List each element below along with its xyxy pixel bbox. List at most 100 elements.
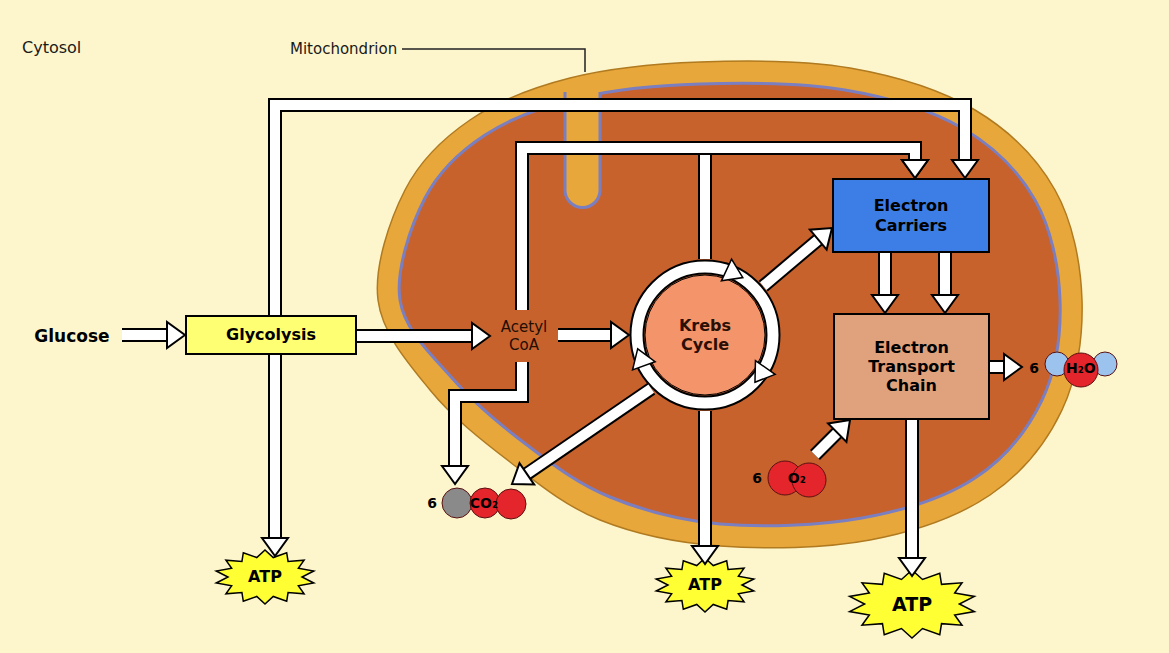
arrow-head <box>902 160 928 178</box>
arrow-head <box>1004 354 1022 380</box>
leader-line <box>402 49 585 72</box>
arrow-outline <box>522 148 915 310</box>
outer-membrane <box>377 61 1082 548</box>
molecule: 6 H₂O <box>1022 346 1126 390</box>
node-text: Glycolysis <box>226 325 316 344</box>
arrow-fill <box>275 105 965 315</box>
flow-arrow <box>932 253 958 313</box>
arrow-head <box>810 228 832 250</box>
arrow-fill <box>815 431 839 455</box>
arrow-fill <box>525 389 651 475</box>
arrow-head <box>872 295 898 313</box>
mitochondrion: MitochondrionAcetyl CoAKrebs CycleElectr… <box>280 30 1095 590</box>
arrow-outline <box>455 362 522 468</box>
flow-arrow <box>815 420 850 455</box>
atom-sphere <box>442 488 472 518</box>
starburst-outline <box>656 558 753 612</box>
arrow-head <box>932 295 958 313</box>
arrow-head <box>262 538 288 556</box>
node-text: Acetyl CoA <box>490 318 558 354</box>
formula-part: CO₂ <box>441 486 527 520</box>
arrow-head <box>472 323 490 349</box>
flow-arrow <box>872 253 898 313</box>
arrow-outline <box>990 360 1006 374</box>
cycle-arrowhead <box>755 361 775 383</box>
flow-arrow <box>990 354 1022 380</box>
flow-arrow <box>522 148 928 310</box>
starburst-outline <box>216 550 313 604</box>
node-text: Mitochondrion <box>290 40 397 58</box>
arrow-outline <box>275 105 965 315</box>
arrow-fill <box>880 253 890 297</box>
node-text: 6 <box>752 470 762 487</box>
formula-part: 6 <box>427 495 437 512</box>
arrow-outline <box>268 355 282 540</box>
arrow-head <box>902 160 928 178</box>
arrow-fill <box>940 253 950 297</box>
formula-part: H₂O <box>1043 348 1119 388</box>
process-box: Electron Carriers <box>832 178 990 253</box>
node-text: Electron Carriers <box>844 196 978 234</box>
arrow-fill <box>763 238 820 286</box>
cycle-core <box>645 275 765 395</box>
crista <box>565 92 600 208</box>
node-text: Electron Transport Chain <box>845 338 978 396</box>
arrow-head <box>167 322 185 348</box>
atom-sphere <box>470 488 500 518</box>
node-text: 6 <box>1029 360 1039 377</box>
substance-label: Glucose <box>22 322 122 350</box>
flow-arrow <box>442 362 522 484</box>
molecule: 6 O₂ <box>742 455 838 501</box>
arrow-head <box>952 160 978 178</box>
arrow-head <box>828 420 850 442</box>
arrow-head <box>611 322 629 348</box>
substance-label: Acetyl CoA <box>490 310 558 362</box>
flow-arrow <box>275 105 978 315</box>
arrow-outline <box>763 238 820 286</box>
arrow-outline <box>122 328 169 342</box>
atp-burst: ATP <box>213 548 317 606</box>
flow-arrow <box>763 228 832 286</box>
process-box: Electron Transport Chain <box>833 313 990 420</box>
arrow-fill <box>522 148 915 310</box>
node-text: Krebs Cycle <box>655 316 755 354</box>
process-box: Glycolysis <box>185 315 357 355</box>
formula-part: 6 <box>1029 360 1039 377</box>
cycle-arrowhead <box>633 349 656 370</box>
cycle-ring-outline <box>637 267 773 403</box>
node-text: 6 <box>427 495 437 512</box>
flow-arrow <box>558 322 629 348</box>
arrow-outline <box>698 411 712 548</box>
arrow-fill <box>270 355 280 540</box>
cycle-ring-fill <box>637 267 773 403</box>
node-text: CO₂ <box>470 495 498 512</box>
inner-membrane <box>399 83 1060 525</box>
cycle-arrowhead <box>721 259 742 281</box>
flow-arrow <box>705 148 928 259</box>
starburst-outline <box>850 570 975 638</box>
arrow-head <box>512 463 534 484</box>
flow-arrow <box>692 411 718 564</box>
arrow-fill <box>907 420 917 560</box>
arrow-outline <box>357 329 474 343</box>
node-text: Glucose <box>34 326 109 346</box>
atp-burst: ATP <box>653 556 757 614</box>
cycle-circle: Krebs Cycle <box>627 257 783 413</box>
atom-sphere <box>1064 353 1098 387</box>
arrow-outline <box>705 148 915 259</box>
arrow-head <box>442 466 468 484</box>
arrow-fill <box>705 148 915 259</box>
node-text: ATP <box>892 593 932 616</box>
arrow-fill <box>357 331 474 341</box>
arrow-outline <box>905 420 919 560</box>
arrow-fill <box>990 362 1006 372</box>
node-text: H₂O <box>1066 360 1096 377</box>
region-label: Cytosol <box>22 38 81 57</box>
flow-arrow <box>899 420 925 576</box>
arrow-outline <box>525 389 651 475</box>
arrow-fill <box>122 330 169 340</box>
node-text: O₂ <box>788 470 806 487</box>
arrow-fill <box>700 411 710 548</box>
arrow-outline <box>815 431 839 455</box>
